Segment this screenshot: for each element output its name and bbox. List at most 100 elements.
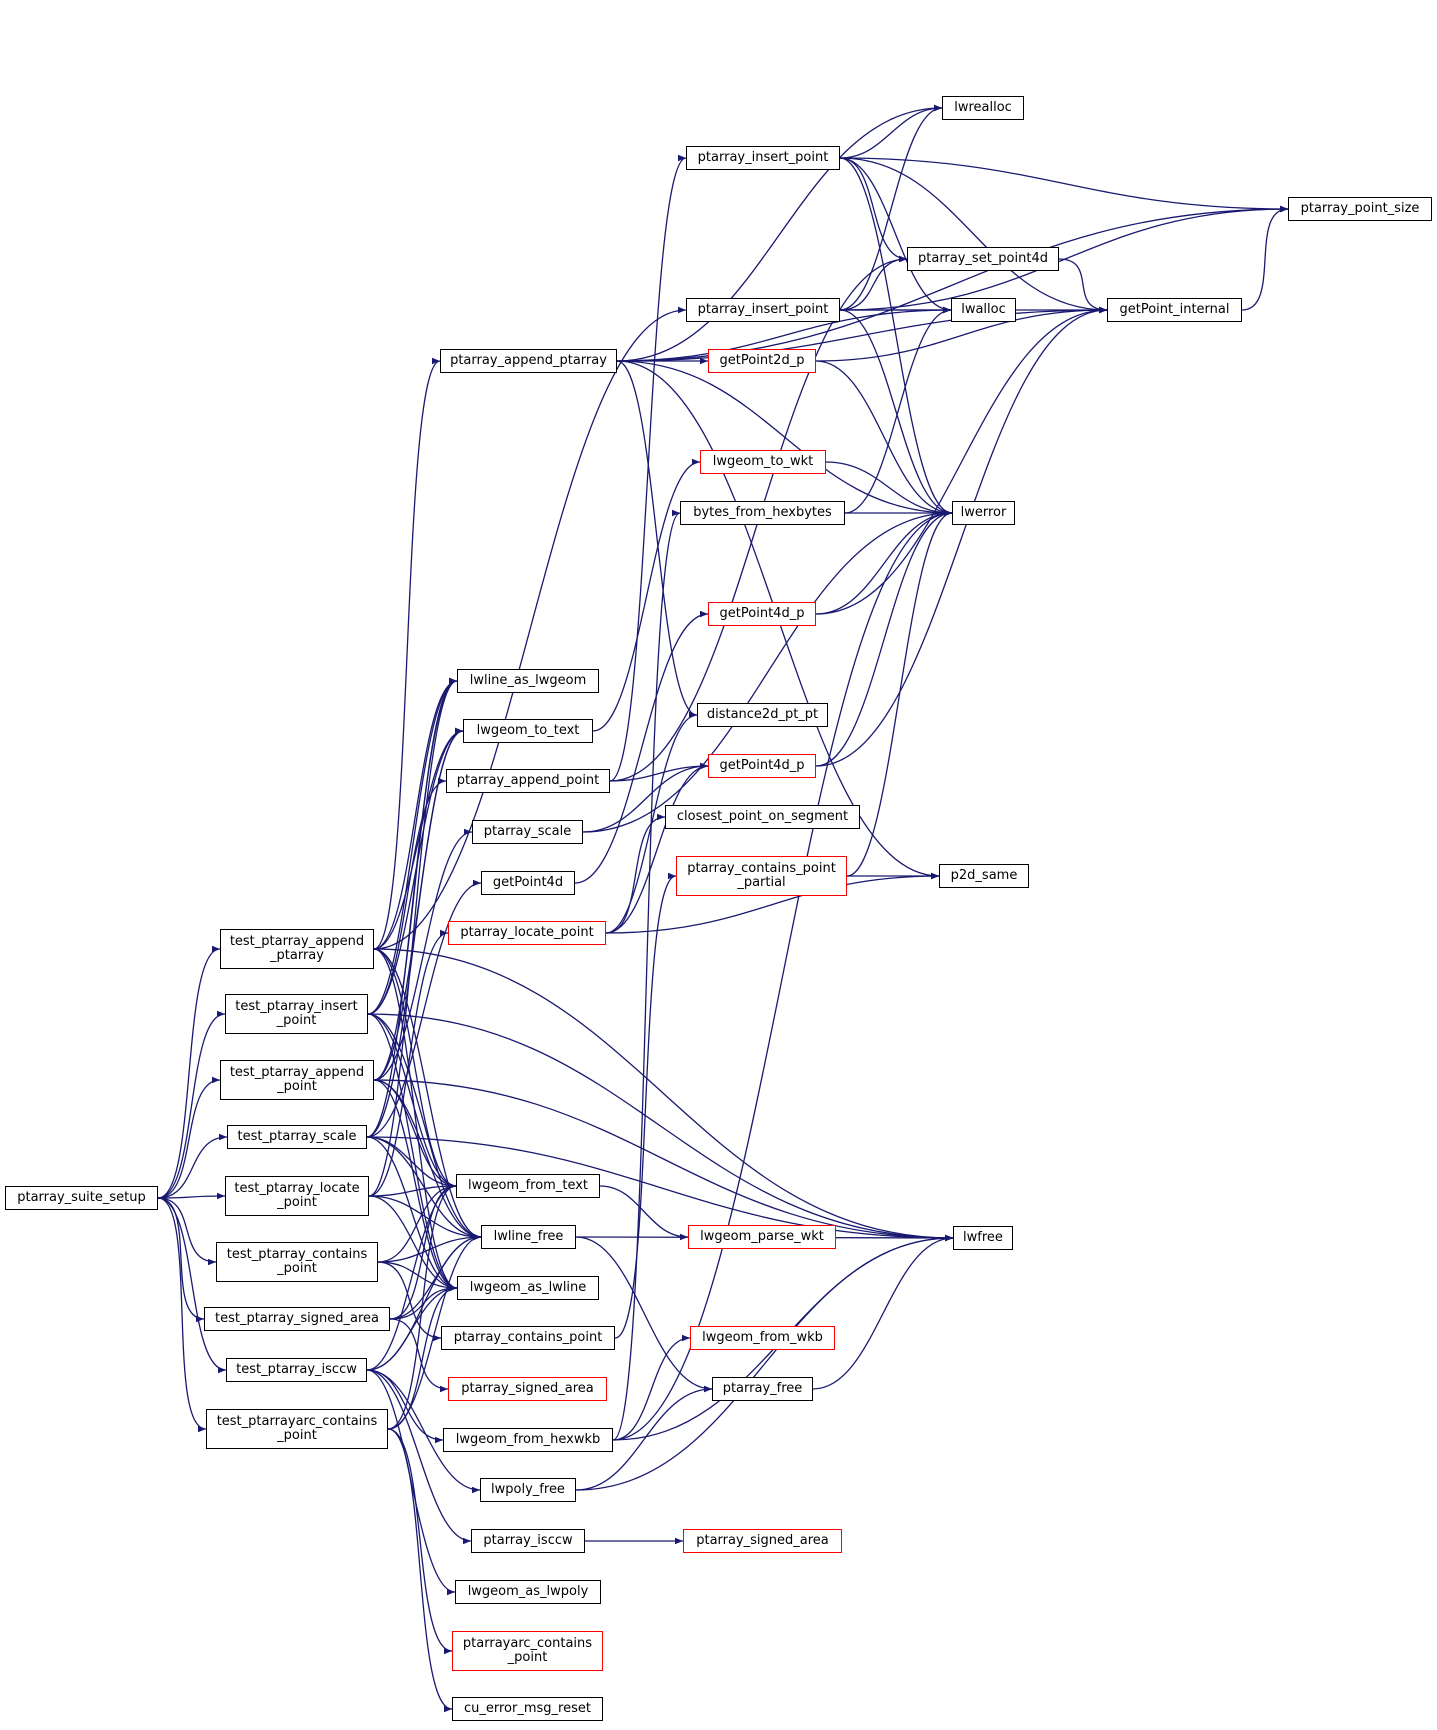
edge-test-ptarray-contains-point-to-ptarray-contains-point xyxy=(377,1261,442,1342)
edge-lwline-free-to-ptarray-free xyxy=(575,1236,713,1393)
node-ptarray-isccw[interactable]: ptarray_isccw xyxy=(471,1529,585,1553)
edge-test-ptarray-insert-point-to-lwline-as-lwgeom xyxy=(367,677,458,1015)
node-lwgeom-from-wkb[interactable]: lwgeom_from_wkb xyxy=(690,1326,835,1350)
edge-test-ptarray-locate-point-to-lwline-as-lwgeom xyxy=(368,677,458,1197)
edge-test-ptarray-locate-point-to-lwgeom-from-text xyxy=(368,1182,457,1197)
edge-ptarray-scale-to-getPoint4d-p-2 xyxy=(582,762,709,833)
edge-test-ptarray-isccw-to-lwpoly-free xyxy=(366,1369,481,1494)
node-test-ptarray-scale[interactable]: test_ptarray_scale xyxy=(227,1125,367,1149)
node-ptarray-insert-point-2[interactable]: ptarray_insert_point xyxy=(686,298,840,322)
edge-test-ptarray-append-ptarray-to-lwfree xyxy=(373,948,954,1242)
edge-test-ptarray-insert-point-to-ptarray-append-point xyxy=(367,777,447,1015)
node-test-ptarrayarc-contains-point[interactable]: test_ptarrayarc_contains _point xyxy=(206,1409,388,1449)
node-bytes-from-hexbytes[interactable]: bytes_from_hexbytes xyxy=(680,501,845,525)
edge-test-ptarrayarc-contains-point-to-ptarrayarc-contains-point xyxy=(387,1428,453,1655)
node-closest-point-on-segment[interactable]: closest_point_on_segment xyxy=(665,805,860,829)
edge-ptarray-suite-setup-to-test-ptarray-scale xyxy=(157,1133,228,1199)
node-test-ptarray-isccw[interactable]: test_ptarray_isccw xyxy=(226,1358,367,1382)
edge-test-ptarray-insert-point-to-lwfree xyxy=(367,1013,954,1242)
edge-test-ptarray-scale-to-lwgeom-to-text xyxy=(366,727,464,1138)
edge-lwgeom-from-text-to-lwgeom-parse-wkt xyxy=(599,1185,689,1241)
edge-ptarray-suite-setup-to-test-ptarray-locate-point xyxy=(157,1192,226,1200)
edge-ptarray-suite-setup-to-test-ptarray-append-ptarray xyxy=(157,945,221,1199)
node-ptarray-point-size[interactable]: ptarray_point_size xyxy=(1288,197,1432,221)
node-getpoint4d-p-2[interactable]: getPoint4d_p xyxy=(708,754,816,778)
edge-test-ptarray-append-ptarray-to-lwgeom-as-lwline xyxy=(373,948,458,1292)
node-lwgeom-as-lwpoly[interactable]: lwgeom_as_lwpoly xyxy=(455,1580,601,1604)
node-lwgeom-parse-wkt[interactable]: lwgeom_parse_wkt xyxy=(688,1225,836,1249)
node-getpoint2d-p[interactable]: getPoint2d_p xyxy=(708,349,816,373)
node-lwgeom-to-wkt[interactable]: lwgeom_to_wkt xyxy=(700,450,826,474)
node-lwrealloc[interactable]: lwrealloc xyxy=(942,96,1024,120)
edge-ptarray-suite-setup-to-test-ptarrayarc-contains-point xyxy=(157,1197,207,1433)
node-test-ptarray-append-point[interactable]: test_ptarray_append _point xyxy=(220,1060,374,1100)
node-getpoint4d-p-1[interactable]: getPoint4d_p xyxy=(708,602,816,626)
node-distance2d-pt-pt[interactable]: distance2d_pt_pt xyxy=(697,703,828,727)
node-getpoint-internal[interactable]: getPoint_internal xyxy=(1107,298,1242,322)
node-test-ptarray-append-ptarray[interactable]: test_ptarray_append _ptarray xyxy=(220,929,374,969)
node-ptarray-contains-point-partial[interactable]: ptarray_contains_point _partial xyxy=(676,856,847,896)
node-lwalloc[interactable]: lwalloc xyxy=(951,298,1016,322)
node-ptarray-free[interactable]: ptarray_free xyxy=(712,1377,813,1401)
edge-ptarray-append-ptarray-to-distance2d-pt-pt xyxy=(616,360,698,719)
node-test-ptarray-insert-point[interactable]: test_ptarray_insert _point xyxy=(225,994,368,1034)
edge-ptarray-contains-point-to-ptarray-contains-point-partial xyxy=(614,872,677,1339)
edge-test-ptarray-scale-to-lwfree xyxy=(366,1136,954,1242)
node-ptarray-contains-point[interactable]: ptarray_contains_point xyxy=(441,1326,615,1350)
edge-ptarray-suite-setup-to-test-ptarray-append-point xyxy=(157,1076,221,1199)
node-ptarray-signed-area-1[interactable]: ptarray_signed_area xyxy=(448,1377,607,1401)
edge-test-ptarray-scale-to-getPoint4d xyxy=(366,879,482,1138)
edge-test-ptarray-append-point-to-lwfree xyxy=(373,1079,954,1242)
node-ptarray-append-point[interactable]: ptarray_append_point xyxy=(446,769,610,793)
node-ptarray-suite-setup[interactable]: ptarray_suite_setup xyxy=(5,1186,158,1210)
node-ptarray-signed-area-2[interactable]: ptarray_signed_area xyxy=(683,1529,842,1553)
node-lwpoly-free[interactable]: lwpoly_free xyxy=(480,1478,576,1502)
edge-ptarray-set-point4d-to-getPoint-internal xyxy=(1058,258,1108,314)
edge-test-ptarray-append-ptarray-to-lwline-as-lwgeom xyxy=(373,677,458,950)
edge-test-ptarray-isccw-to-lwgeom-as-lwline xyxy=(366,1284,458,1371)
edge-lwgeom-to-text-to-lwgeom-to-wkt xyxy=(592,458,701,732)
node-ptarray-set-point4d[interactable]: ptarray_set_point4d xyxy=(907,247,1059,271)
edge-lwgeom-to-wkt-to-lwerror xyxy=(825,461,953,517)
node-ptarray-append-ptarray[interactable]: ptarray_append_ptarray xyxy=(440,349,617,373)
edge-test-ptarray-locate-point-to-lwline-free xyxy=(368,1195,482,1241)
node-lwline-as-lwgeom[interactable]: lwline_as_lwgeom xyxy=(457,669,599,693)
edge-test-ptarray-append-point-to-ptarray-scale xyxy=(373,828,473,1081)
edge-test-ptarray-signed-area-to-ptarray-signed-area-1 xyxy=(389,1318,449,1393)
edge-test-ptarray-locate-point-to-lwgeom-as-lwline xyxy=(368,1195,458,1292)
node-lwgeom-as-lwline[interactable]: lwgeom_as_lwline xyxy=(457,1276,599,1300)
edge-test-ptarrayarc-contains-point-to-lwgeom-as-lwline xyxy=(387,1284,458,1430)
edge-lwgeom-from-hexwkb-to-lwgeom-from-wkb xyxy=(612,1334,691,1441)
edge-lwpoly-free-to-lwfree xyxy=(575,1234,954,1491)
edge-test-ptarray-scale-to-lwgeom-as-lwline xyxy=(366,1136,458,1292)
edge-ptarray-suite-setup-to-test-ptarray-contains-point xyxy=(157,1197,217,1266)
edge-ptarray-insert-point-1-to-getPoint-internal xyxy=(839,157,1108,314)
node-test-ptarray-contains-point[interactable]: test_ptarray_contains _point xyxy=(216,1242,378,1282)
edge-getPoint2d-p-to-lwerror xyxy=(815,360,953,517)
node-lwgeom-to-text[interactable]: lwgeom_to_text xyxy=(463,719,593,743)
node-ptarrayarc-contains-point[interactable]: ptarrayarc_contains _point xyxy=(452,1631,603,1671)
node-lwerror[interactable]: lwerror xyxy=(952,501,1015,525)
node-ptarray-insert-point-1[interactable]: ptarray_insert_point xyxy=(686,146,840,170)
edge-test-ptarray-contains-point-to-lwgeom-as-lwline xyxy=(377,1261,458,1292)
edge-getPoint4d-p-2-to-getPoint-internal xyxy=(815,306,1108,767)
node-ptarray-locate-point[interactable]: ptarray_locate_point xyxy=(448,921,606,945)
node-p2d-same[interactable]: p2d_same xyxy=(939,864,1029,888)
node-lwgeom-from-text[interactable]: lwgeom_from_text xyxy=(456,1174,600,1198)
edge-test-ptarray-insert-point-to-lwgeom-as-lwline xyxy=(367,1013,458,1292)
edge-ptarray-locate-point-to-p2d-same xyxy=(605,872,940,934)
edge-lwgeom-from-hexwkb-to-bytes-from-hexbytes xyxy=(612,509,681,1441)
node-test-ptarray-signed-area[interactable]: test_ptarray_signed_area xyxy=(204,1307,390,1331)
edge-ptarray-insert-point-2-to-lwrealloc xyxy=(839,104,943,311)
node-lwgeom-from-hexwkb[interactable]: lwgeom_from_hexwkb xyxy=(443,1428,613,1452)
edge-test-ptarray-scale-to-lwline-free xyxy=(366,1136,482,1241)
node-lwline-free[interactable]: lwline_free xyxy=(481,1225,576,1249)
edge-test-ptarray-locate-point-to-ptarray-locate-point xyxy=(368,929,449,1197)
edge-test-ptarrayarc-contains-point-to-lwgeom-from-text xyxy=(387,1182,457,1430)
node-lwfree[interactable]: lwfree xyxy=(953,1226,1013,1250)
node-ptarray-scale[interactable]: ptarray_scale xyxy=(472,820,583,844)
node-getpoint4d[interactable]: getPoint4d xyxy=(481,871,575,895)
node-cu-error-msg-reset[interactable]: cu_error_msg_reset xyxy=(452,1697,603,1721)
node-test-ptarray-locate-point[interactable]: test_ptarray_locate _point xyxy=(225,1176,369,1216)
